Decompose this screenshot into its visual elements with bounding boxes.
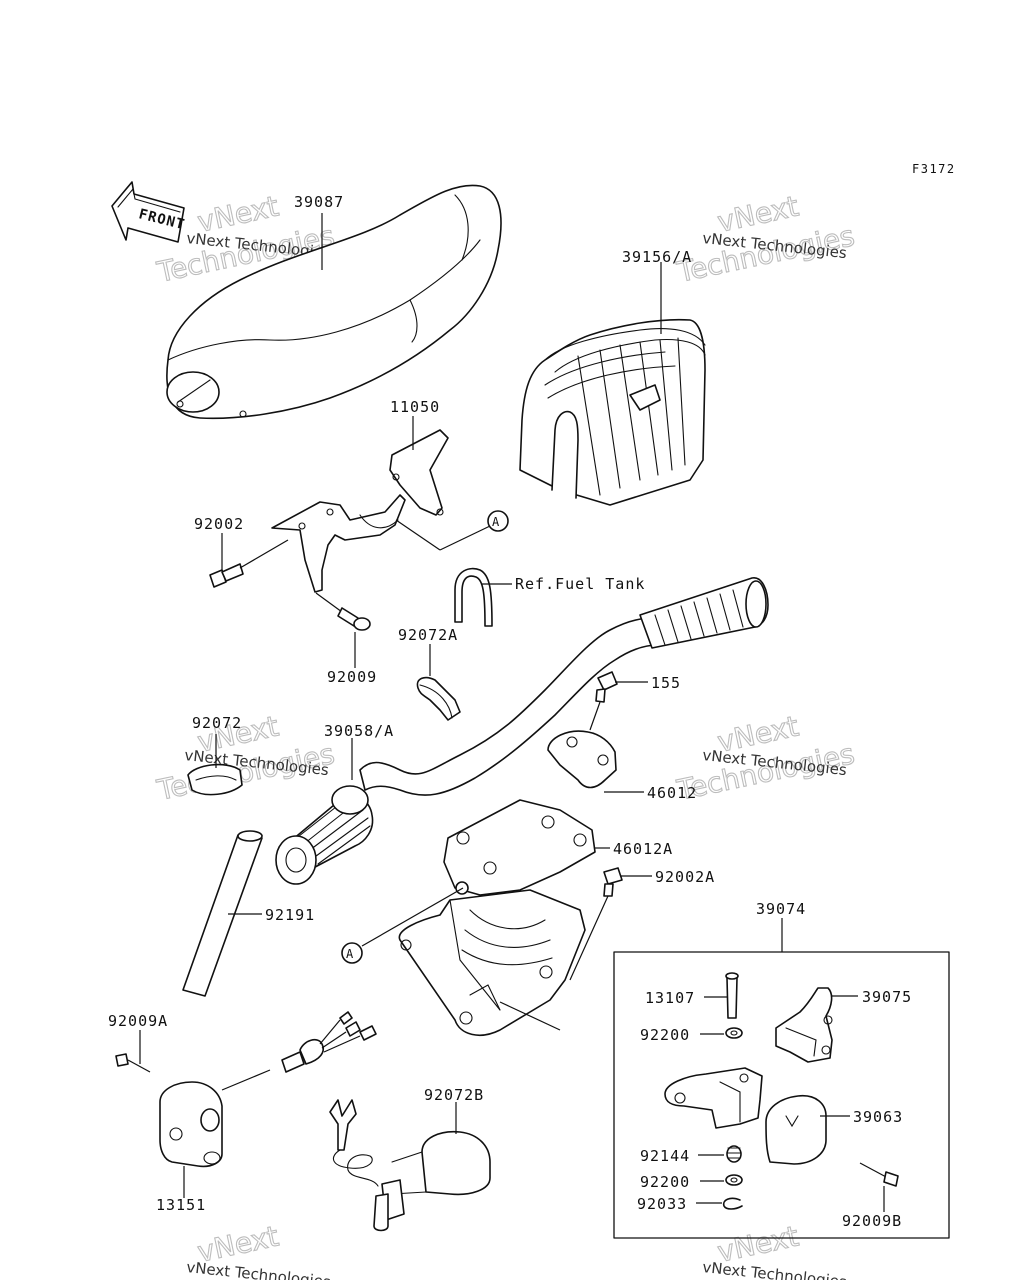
throttle-body-part (664, 1067, 763, 1129)
watermark-mid-right: vNext Technologies vNext Technologies (673, 709, 858, 808)
steering-boot-part (519, 318, 706, 506)
label-13151: 13151 (156, 1196, 206, 1214)
clamp-92072-part (187, 763, 243, 796)
figure-code: F3172 (912, 162, 956, 176)
tube-92191-part (182, 830, 263, 997)
label-11050: 11050 (390, 398, 440, 416)
ref-marker-a-mid: A (341, 942, 363, 964)
holder-46012a-part (398, 799, 596, 1036)
bracket-part (271, 429, 449, 593)
cover-39063-part (765, 1094, 827, 1165)
watermark-mid-left: vNext Technologies vNext Technologies (153, 709, 338, 808)
spring-92144-part (726, 1145, 742, 1163)
screw-92009b-part (859, 1162, 899, 1187)
svg-text:A: A (492, 515, 500, 529)
label-155: 155 (651, 674, 681, 692)
watermark-top-right: vNext Technologies vNext Technologies (673, 189, 858, 290)
washer-92200-second-part (725, 1174, 743, 1186)
bolt-92002-part (209, 539, 289, 588)
switch-13151-part (159, 1011, 377, 1168)
handlebar-part (275, 577, 769, 885)
label-92002a: 92002A (655, 868, 715, 886)
svg-text:vNext Technologies: vNext Technologies (702, 1258, 848, 1280)
label-39075: 39075 (862, 988, 912, 1006)
front-arrow-icon: FRONT (111, 181, 187, 243)
bolt-155-part (589, 671, 618, 731)
label-92072: 92072 (192, 714, 242, 732)
screw-92009a-part (115, 1053, 151, 1073)
label-92072a: 92072A (398, 626, 458, 644)
label-92009: 92009 (327, 668, 377, 686)
svg-text:vNext Technologies: vNext Technologies (186, 1258, 332, 1280)
label-92200-a: 92200 (640, 1026, 690, 1044)
ref-marker-a-top: A (487, 510, 509, 532)
screw-92009-part (315, 592, 371, 631)
holder-46012-part (547, 730, 617, 789)
label-92033: 92033 (637, 1195, 687, 1213)
label-92191: 92191 (265, 906, 315, 924)
label-39058-a: 39058/A (324, 722, 394, 740)
washer-92200-part (725, 1027, 743, 1039)
label-ref-fuel-tank: Ref.Fuel Tank (515, 575, 645, 593)
clamp-92072b-part (329, 1099, 491, 1232)
label-46012: 46012 (647, 784, 697, 802)
label-39074: 39074 (756, 900, 806, 918)
watermark-bottom-right: vNext vNext Technologies (702, 1219, 848, 1280)
watermark-bottom-left: vNext vNext Technologies (186, 1219, 332, 1280)
label-92009b: 92009B (842, 1212, 902, 1230)
label-39087: 39087 (294, 193, 344, 211)
label-92009a: 92009A (108, 1012, 168, 1030)
label-92002: 92002 (194, 515, 244, 533)
label-92200-b: 92200 (640, 1173, 690, 1191)
svg-text:A: A (346, 947, 354, 961)
label-92144: 92144 (640, 1147, 690, 1165)
label-46012a: 46012A (613, 840, 673, 858)
clamp-92072a-part (416, 676, 461, 721)
label-39063: 39063 (853, 1108, 903, 1126)
pin-13107-part (725, 972, 739, 1019)
handle-cover-part (166, 184, 502, 420)
label-13107: 13107 (645, 989, 695, 1007)
fuel-hose-part (454, 567, 493, 627)
bolt-92002a-part (569, 867, 623, 981)
label-39156-a: 39156/A (622, 248, 692, 266)
label-92072b: 92072B (424, 1086, 484, 1104)
circlip-92033-part (722, 1197, 743, 1210)
lever-39075-part (775, 987, 833, 1063)
